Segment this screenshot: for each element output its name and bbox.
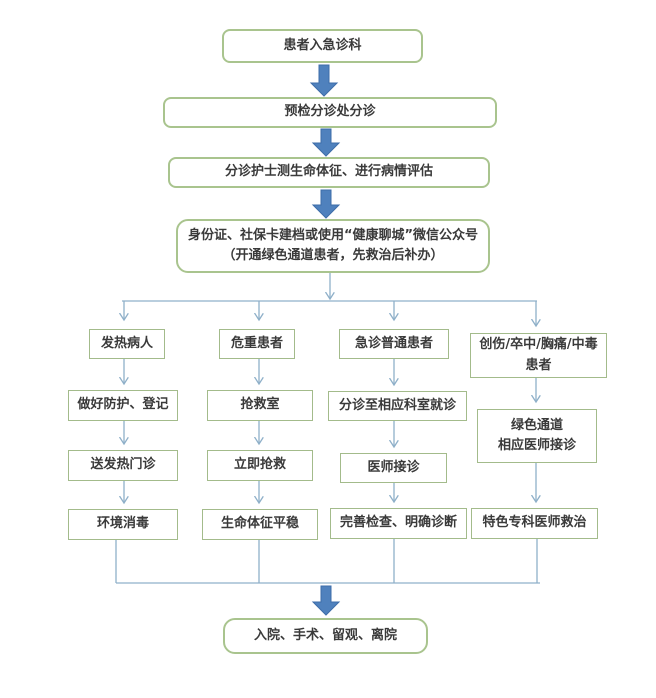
- node-registration-id-card: 身份证、社保卡建档或使用“健康聊城”微信公众号 （开通绿色通道患者，先救治后补办…: [176, 219, 490, 273]
- branch1-header-fever-patient: 发热病人: [89, 329, 165, 359]
- node-label: 急诊普通患者: [354, 335, 433, 351]
- node-label: 完善检查、明确诊断: [339, 515, 457, 531]
- node-label-line1: 身份证、社保卡建档或使用“健康聊城”微信公众号: [187, 227, 479, 243]
- node-label: 医师接诊: [367, 459, 420, 475]
- node-label: 生命体征平稳: [220, 516, 299, 532]
- node-label: 立即抢救: [233, 457, 286, 473]
- thick-arrow-1: [309, 64, 339, 97]
- branch2-header-critical-patient: 危重患者: [219, 329, 295, 359]
- node-label-line1: 绿色通道: [510, 417, 563, 433]
- node-patient-enters-er: 患者入急诊科: [222, 29, 423, 63]
- branch1-step-disinfection: 环境消毒: [68, 509, 178, 540]
- node-label: 抢救室: [240, 397, 280, 413]
- node-label: 做好防护、登记: [77, 397, 169, 413]
- node-label: 环境消毒: [96, 516, 149, 532]
- branch1-step-fever-clinic: 送发热门诊: [68, 450, 178, 481]
- node-label-line2: 患者: [525, 357, 552, 373]
- branch4-step-green-channel: 绿色通道 相应医师接诊: [477, 409, 597, 463]
- node-label: 送发热门诊: [90, 457, 156, 473]
- branch3-step-doctor-reception: 医师接诊: [340, 453, 447, 483]
- branch4-step-specialist-treatment: 特色专科医师救治: [471, 508, 598, 539]
- branch2-step-rescue-room: 抢救室: [207, 390, 313, 421]
- node-label: 发热病人: [100, 335, 153, 351]
- node-label: 预检分诊处分诊: [284, 104, 376, 120]
- thick-arrow-3: [311, 189, 341, 219]
- node-label-line2: （开通绿色通道患者，先救治后补办）: [222, 248, 444, 263]
- branch3-header-ordinary-patient: 急诊普通患者: [339, 329, 449, 359]
- node-vital-signs-assessment: 分诊护士测生命体征、进行病情评估: [168, 157, 490, 188]
- branch3-step-complete-exams-diagnosis: 完善检查、明确诊断: [330, 508, 467, 539]
- branch4-header-trauma-stroke-chestpain-poisoning: 创伤/卒中/胸痛/中毒 患者: [470, 333, 607, 378]
- node-label: 危重患者: [230, 335, 283, 351]
- node-pretriage: 预检分诊处分诊: [163, 97, 497, 128]
- branch2-step-immediate-rescue: 立即抢救: [207, 450, 313, 481]
- node-label-line1: 创伤/卒中/胸痛/中毒: [479, 337, 598, 353]
- branch2-step-vital-signs-stable: 生命体征平稳: [202, 509, 318, 540]
- node-label: 分诊至相应科室就诊: [338, 397, 456, 413]
- branch1-step-protection-registration: 做好防护、登记: [68, 390, 178, 421]
- thick-arrow-2: [311, 128, 341, 157]
- node-label: 分诊护士测生命体征、进行病情评估: [224, 164, 433, 180]
- node-admission-surgery-observation-discharge: 入院、手术、留观、离院: [223, 618, 428, 654]
- node-label-line2: 相应医师接诊: [497, 438, 576, 453]
- node-label: 入院、手术、留观、离院: [253, 627, 397, 643]
- node-label: 患者入急诊科: [283, 37, 362, 53]
- branch3-step-triage-to-department: 分诊至相应科室就诊: [328, 391, 467, 421]
- node-label: 特色专科医师救治: [482, 515, 587, 531]
- thick-arrow-final: [311, 585, 341, 616]
